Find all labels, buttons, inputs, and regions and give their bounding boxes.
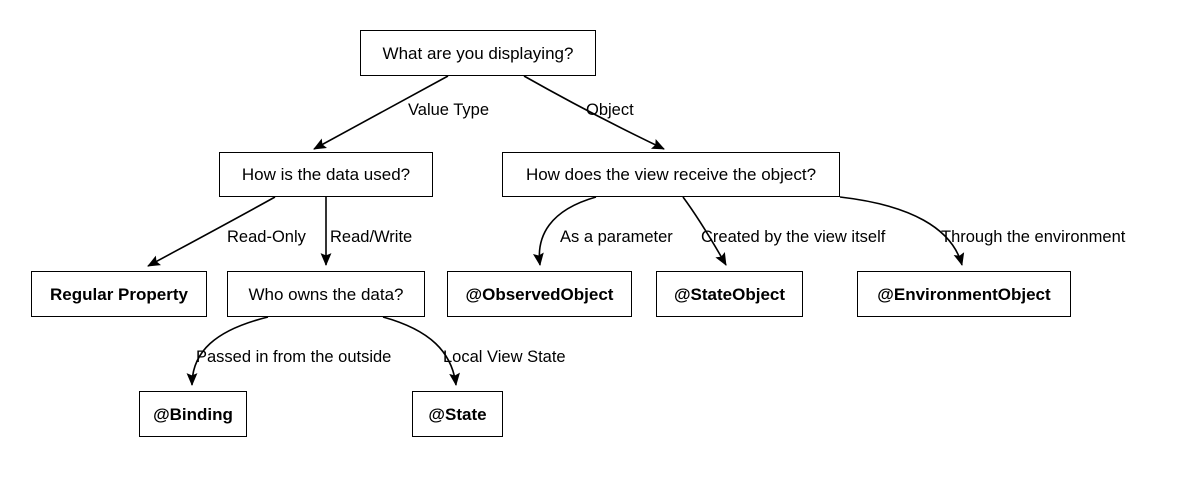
edge-passed-in <box>186 316 269 386</box>
edge-local-view-state-label: Local View State <box>443 348 566 366</box>
edge-through-environment-label: Through the environment <box>941 228 1126 246</box>
edge-object-label: Object <box>586 101 634 119</box>
edge-as-parameter <box>532 196 597 266</box>
edge-read-only-label: Read-Only <box>227 228 306 246</box>
edge-through-environment <box>839 196 965 266</box>
node-environment-object[interactable]: @EnvironmentObject <box>857 271 1071 317</box>
edge-created-by-view-label: Created by the view itself <box>701 228 886 246</box>
edge-object <box>523 75 665 150</box>
node-state-object[interactable]: @StateObject <box>656 271 803 317</box>
node-state[interactable]: @State <box>412 391 503 437</box>
node-data-used[interactable]: How is the data used? <box>219 152 433 197</box>
node-who-owns[interactable]: Who owns the data? <box>227 271 425 317</box>
edge-local-view-state <box>382 316 460 386</box>
edge-value-type-label: Value Type <box>408 101 490 119</box>
node-root[interactable]: What are you displaying? <box>360 30 596 76</box>
edge-value-type <box>313 75 449 150</box>
node-view-receive[interactable]: How does the view receive the object? <box>502 152 840 197</box>
edge-read-write-label: Read/Write <box>330 228 413 246</box>
edge-passed-in-label: Passed in from the outside <box>196 348 392 366</box>
edge-created-by-view <box>682 196 727 266</box>
node-binding[interactable]: @Binding <box>139 391 247 437</box>
node-observed-object[interactable]: @ObservedObject <box>447 271 632 317</box>
node-regular-property[interactable]: Regular Property <box>31 271 207 317</box>
edge-as-parameter-label: As a parameter <box>560 228 673 246</box>
edge-read-only <box>147 196 276 267</box>
